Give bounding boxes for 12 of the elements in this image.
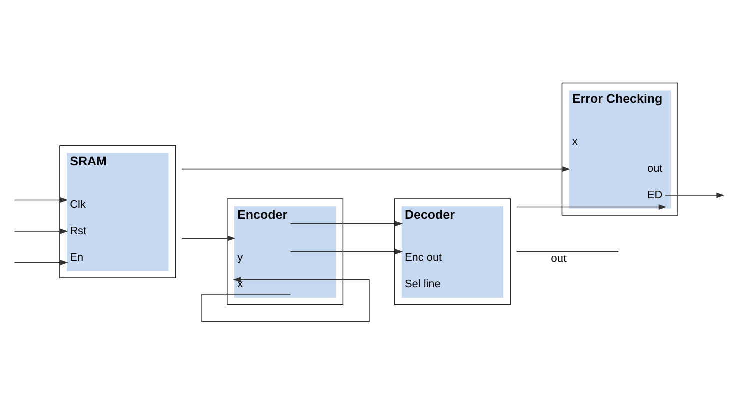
arrow xyxy=(290,248,404,254)
edge-label: out xyxy=(551,250,568,264)
arrow xyxy=(182,166,570,172)
arrow xyxy=(665,192,725,198)
connector xyxy=(516,250,620,252)
arrow xyxy=(14,260,68,266)
arrow xyxy=(182,235,236,241)
arrow xyxy=(290,220,404,226)
arrow xyxy=(202,276,370,322)
arrow xyxy=(516,204,667,210)
arrow xyxy=(14,196,68,202)
arrow xyxy=(14,228,68,234)
